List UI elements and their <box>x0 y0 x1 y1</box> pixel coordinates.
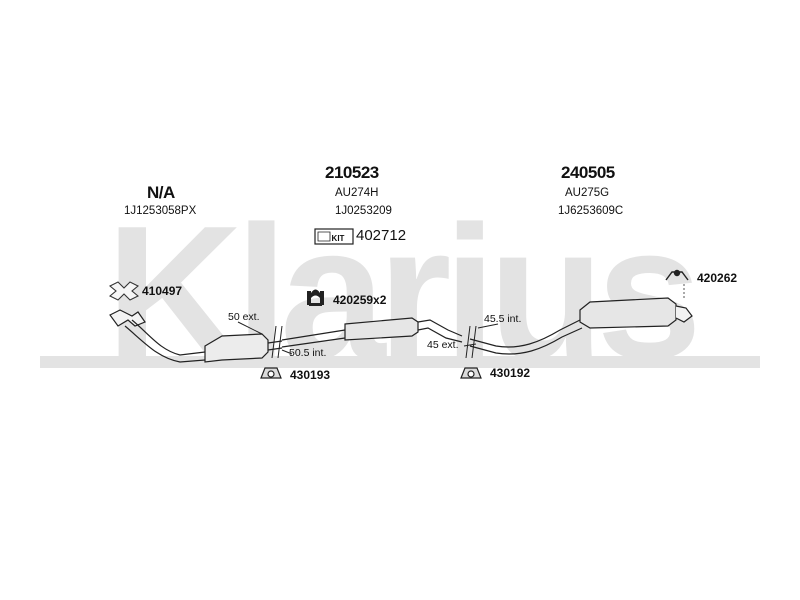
clamp-icon <box>307 289 324 306</box>
group-1-ref: N/A <box>147 183 175 202</box>
group-2-oe: 1J0253209 <box>335 205 392 217</box>
group-3-ref: 240505 <box>561 163 615 182</box>
group-3-code: AU275G <box>565 187 610 199</box>
group-3-oe: 1J6253609C <box>558 205 624 217</box>
rubber-mount-icon <box>260 367 282 379</box>
clamp-part-number: 420259x2 <box>333 293 387 307</box>
gasket-icon <box>109 281 139 301</box>
joint-marks <box>237 321 499 359</box>
watermark-bar <box>40 356 760 368</box>
dimension-label: 50 ext. <box>228 311 260 323</box>
front-pipe <box>109 309 206 363</box>
kit-badge-icon: KIT <box>314 228 354 245</box>
group-1-oe: 1J1253058PX <box>124 205 197 217</box>
hanger-icon <box>665 269 689 281</box>
dimension-label: 50.5 int. <box>289 347 327 359</box>
rear-section <box>469 297 693 355</box>
group-2-ref: 210523 <box>325 163 379 182</box>
hanger-part-number: 420262 <box>697 271 738 285</box>
kit-badge-text: KIT <box>332 234 345 243</box>
centre-section <box>281 317 463 348</box>
mount-mid-part-number: 430192 <box>490 366 531 380</box>
dimension-label: 45 ext. <box>427 339 459 351</box>
mount-left-part-number: 430193 <box>290 368 331 382</box>
kit-number: 402712 <box>356 227 407 244</box>
group-2-code: AU274H <box>335 187 379 199</box>
rubber-mount-icon <box>460 367 482 379</box>
dimension-label: 45.5 int. <box>484 313 522 325</box>
gasket-part-number: 410497 <box>142 284 183 298</box>
